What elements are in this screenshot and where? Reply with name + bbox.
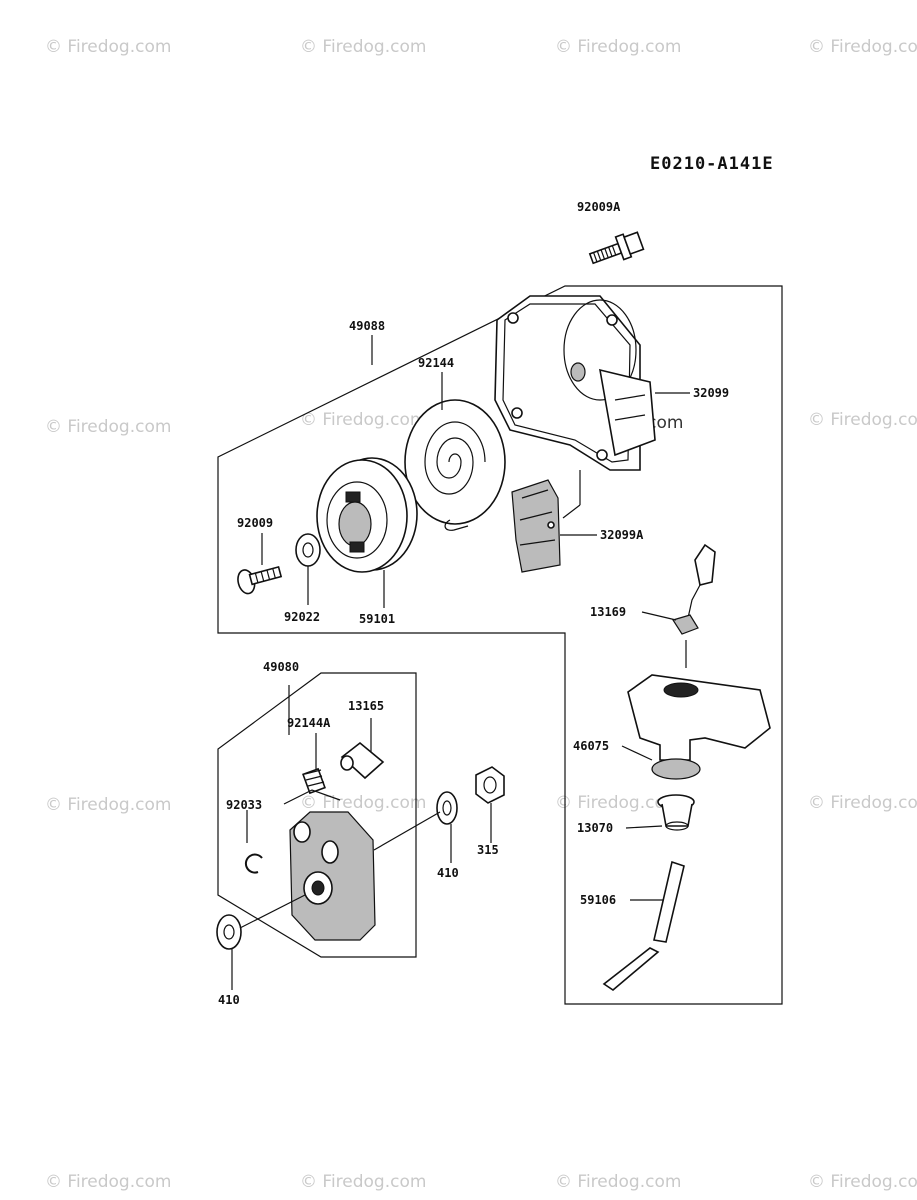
nut-315 bbox=[475, 766, 505, 804]
spring-92144A bbox=[302, 767, 326, 795]
leader-line bbox=[641, 611, 677, 621]
pulley-reel-59101 bbox=[316, 457, 418, 573]
pin-13165 bbox=[340, 741, 385, 780]
part-label-13070: 13070 bbox=[577, 821, 613, 835]
starter-rope-59106 bbox=[602, 860, 685, 991]
washer-410-lower bbox=[216, 914, 242, 950]
assembly-outline-49088 bbox=[217, 285, 783, 1005]
pulley-body-49080 bbox=[289, 811, 376, 941]
part-label-410-lower: 410 bbox=[218, 993, 240, 1007]
watermark: © Firedog.com bbox=[45, 1172, 171, 1192]
part-label-49080: 49080 bbox=[263, 660, 299, 674]
part-label-49088: 49088 bbox=[349, 319, 385, 333]
circlip-92033 bbox=[244, 853, 263, 874]
part-label-92144: 92144 bbox=[418, 356, 454, 370]
starter-case-32099 bbox=[494, 295, 656, 471]
part-label-59106: 59106 bbox=[580, 893, 616, 907]
part-label-13169: 13169 bbox=[590, 605, 626, 619]
watermark: © Firedog.com bbox=[808, 793, 917, 813]
washer-410-upper bbox=[436, 791, 458, 825]
leader-line bbox=[283, 789, 341, 805]
leader-line bbox=[562, 504, 581, 519]
rope-end-13169 bbox=[672, 543, 716, 635]
part-label-92009: 92009 bbox=[237, 516, 273, 530]
watermark: © Firedog.com bbox=[808, 410, 917, 430]
watermark: © Firedog.com bbox=[555, 37, 681, 57]
bolt-92009A bbox=[588, 231, 645, 265]
part-label-92033: 92033 bbox=[226, 798, 262, 812]
part-label-59101: 59101 bbox=[359, 612, 395, 626]
watermark: © Firedog.com bbox=[45, 795, 171, 815]
screw-92009 bbox=[237, 565, 283, 595]
watermark-layer: © Firedog.com © Firedog.com © Firedog.co… bbox=[45, 37, 917, 1192]
part-label-315: 315 bbox=[477, 843, 499, 857]
part-label-92144A: 92144A bbox=[287, 716, 331, 730]
watermark: © Firedog.com bbox=[555, 793, 681, 813]
leader-line bbox=[621, 745, 653, 761]
diagram-code: E0210-A141E bbox=[650, 154, 774, 174]
pawl-32099A bbox=[511, 479, 561, 573]
part-label-32099A: 32099A bbox=[600, 528, 644, 542]
watermark: © Firedog.com bbox=[808, 1172, 917, 1192]
watermark: © Firedog.com bbox=[300, 37, 426, 57]
part-label-92022: 92022 bbox=[284, 610, 320, 624]
watermark: © Firedog.com bbox=[45, 417, 171, 437]
starter-handle-46075 bbox=[627, 674, 771, 780]
leader-line bbox=[239, 894, 306, 929]
part-label-13165: 13165 bbox=[348, 699, 384, 713]
assembly-outline-49080 bbox=[217, 672, 417, 958]
part-label-32099: 32099 bbox=[693, 386, 729, 400]
watermark: © Firedog.com bbox=[300, 793, 426, 813]
part-label-46075: 46075 bbox=[573, 739, 609, 753]
watermark: © Firedog.com bbox=[555, 1172, 681, 1192]
watermark: © Firedog.com bbox=[45, 37, 171, 57]
watermark: © Firedog.com bbox=[808, 37, 917, 57]
washer-92022 bbox=[295, 533, 321, 567]
leader-line bbox=[625, 825, 663, 829]
part-label-410-upper: 410 bbox=[437, 866, 459, 880]
watermark: © Firedog.com bbox=[300, 1172, 426, 1192]
watermark: © Firedog.com bbox=[300, 410, 426, 430]
leader-line bbox=[373, 811, 441, 851]
part-label-92009A: 92009A bbox=[577, 200, 621, 214]
recoil-spring-92144 bbox=[404, 399, 506, 531]
bushing-13070 bbox=[657, 794, 695, 831]
